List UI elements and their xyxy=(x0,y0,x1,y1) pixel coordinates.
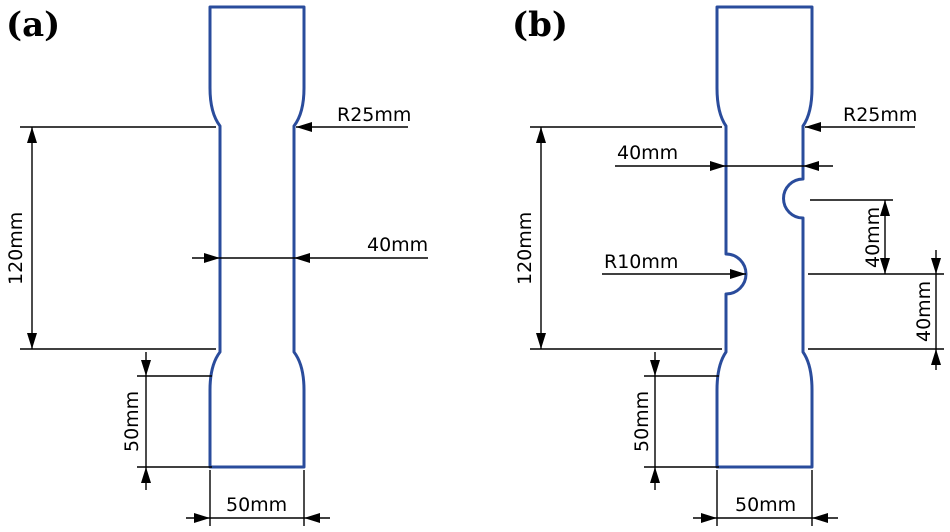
grip-length-dimension-b: 50mm xyxy=(631,352,719,490)
notch-position-dimension-b: 40mm xyxy=(808,250,944,370)
grip-width-label-a: 50mm xyxy=(226,494,287,516)
gauge-length-label-a: 120mm xyxy=(5,212,27,285)
grip-length-label-a: 50mm xyxy=(121,391,143,452)
notch-radius-label-b: R10mm xyxy=(604,251,678,273)
panel-a-label: (a) xyxy=(6,5,60,45)
notch-position-label-b: 40mm xyxy=(913,281,935,342)
gauge-length-dimension-a: 120mm xyxy=(5,126,216,350)
width-label-a: 40mm xyxy=(367,234,428,256)
specimen-a-outline xyxy=(208,5,306,469)
grip-width-dimension-a: 50mm xyxy=(186,470,330,526)
notch-offset-label-b: 40mm xyxy=(862,207,884,268)
width-dimension-a: 40mm xyxy=(192,234,428,263)
panel-b: (b) R25mm 40mm R10mm 1 xyxy=(512,5,944,526)
radius-label-a: R25mm xyxy=(337,104,411,126)
width-label-b: 40mm xyxy=(617,142,678,164)
grip-length-label-b: 50mm xyxy=(631,391,653,452)
notch-radius-dimension-b: R10mm xyxy=(602,251,746,279)
panel-b-label: (b) xyxy=(512,5,568,45)
grip-width-dimension-b: 50mm xyxy=(693,470,838,526)
radius-label-b: R25mm xyxy=(843,104,917,126)
gauge-length-dimension-b: 120mm xyxy=(514,126,722,350)
gauge-length-label-b: 120mm xyxy=(514,212,536,285)
radius-dimension-b: R25mm xyxy=(805,104,917,132)
grip-width-label-b: 50mm xyxy=(735,494,796,516)
radius-dimension-a: R25mm xyxy=(296,104,411,132)
panel-a: (a) R25mm 40mm 120mm xyxy=(5,5,428,526)
width-dimension-b: 40mm xyxy=(615,142,833,171)
specimen-b-outline xyxy=(715,5,814,469)
grip-length-dimension-a: 50mm xyxy=(121,352,212,490)
notch-offset-dimension-b: 40mm xyxy=(808,199,944,275)
